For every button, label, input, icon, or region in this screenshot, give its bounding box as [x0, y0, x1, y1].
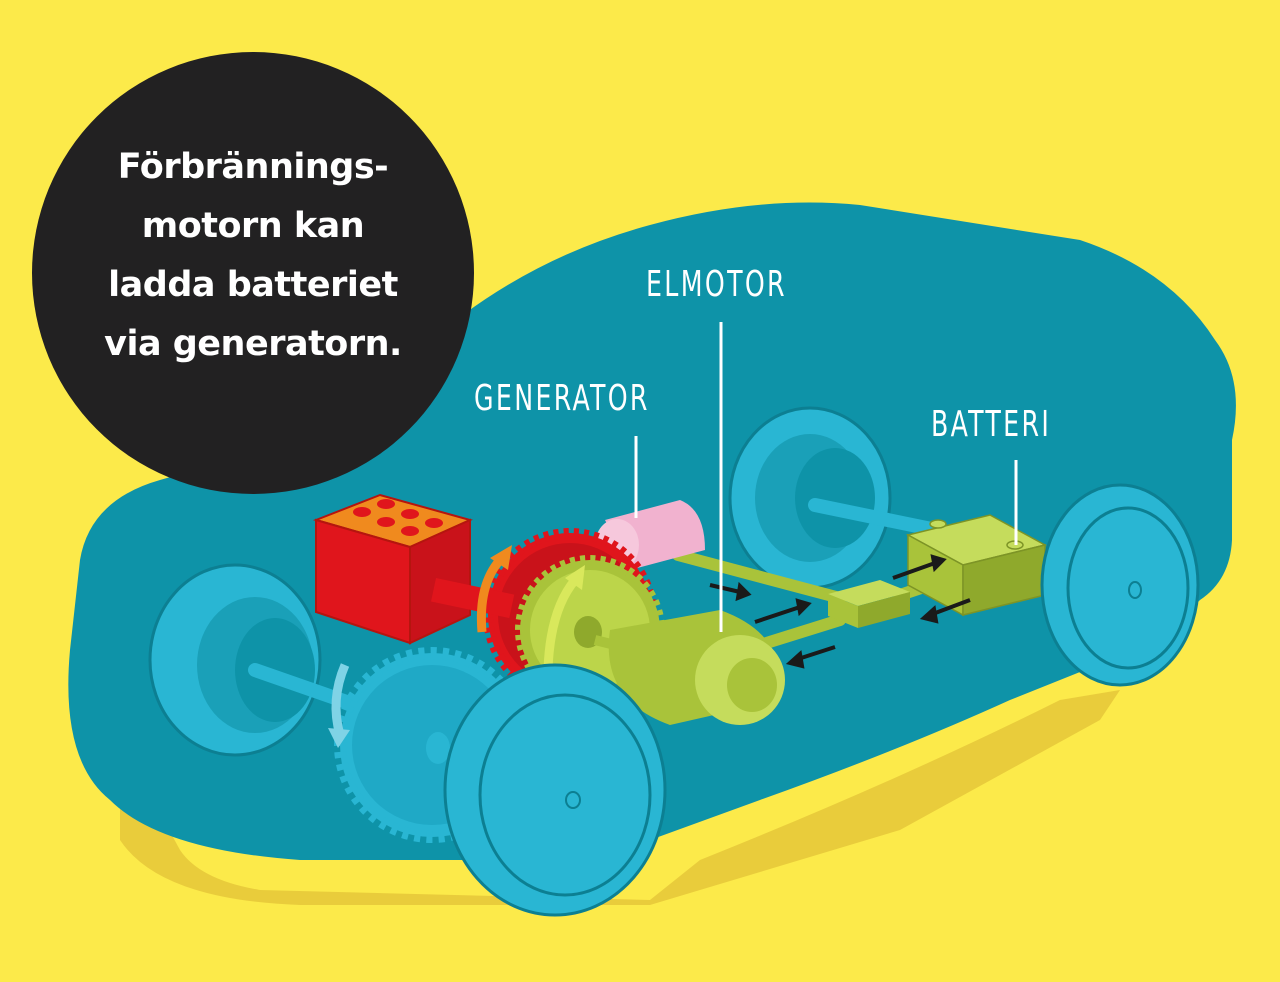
blue-rotation-arrow — [331, 663, 350, 737]
orange-rotation-arrow — [476, 557, 504, 633]
callout-line-4: via generatorn. — [104, 324, 402, 364]
front-right-wheel — [443, 663, 667, 917]
engine — [312, 493, 515, 645]
electric-motor — [593, 610, 785, 725]
rear-wheel — [728, 406, 892, 590]
callout-circle: Förbrännings- motorn kan ladda batteriet… — [32, 52, 474, 494]
rear-right-wheel — [1040, 483, 1200, 687]
callout-line-3: ladda batteriet — [108, 265, 398, 305]
green-arrowhead — [565, 565, 585, 590]
orange-arrowhead — [490, 545, 512, 570]
inverter-block — [828, 580, 910, 628]
blue-arrowhead — [328, 728, 350, 748]
flow-arrows — [709, 554, 971, 669]
label-elmotor: ELMOTOR — [646, 264, 787, 305]
green-rotation-arrow — [543, 577, 579, 671]
callout-line-1: Förbrännings- — [117, 147, 389, 187]
callout-text: Förbrännings- motorn kan ladda batteriet… — [104, 138, 402, 374]
front-left-wheel — [148, 563, 322, 757]
callout-line-2: motorn kan — [141, 206, 365, 246]
shaft-mid — [754, 614, 846, 651]
label-generator: GENERATOR — [474, 378, 650, 419]
shaft-upper — [672, 549, 846, 604]
car-shadow — [120, 690, 1120, 905]
battery — [905, 514, 1048, 617]
label-batteri: BATTERI — [931, 404, 1052, 445]
